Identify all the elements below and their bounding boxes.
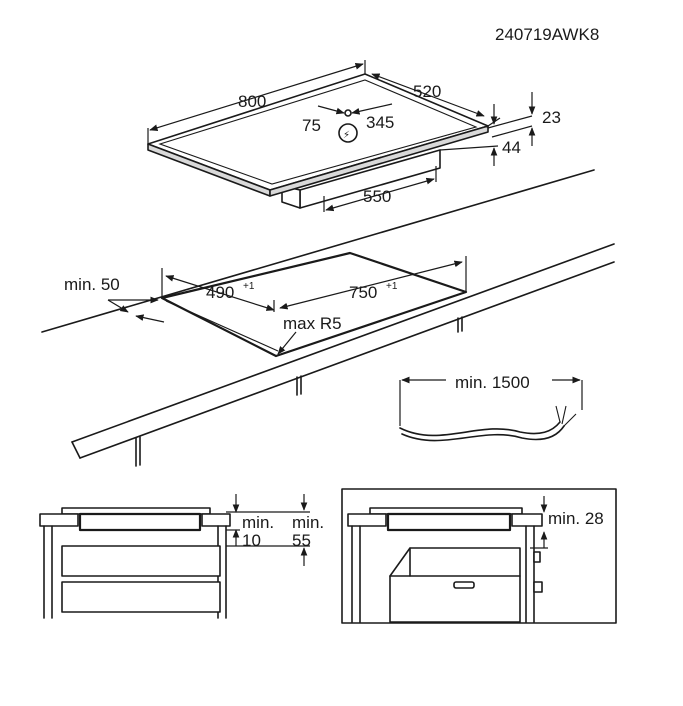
side-view-drawers: min. 10 min. 55 — [39, 494, 324, 619]
thickness-label: 23 — [542, 108, 561, 127]
worktop-illustration: 490 +1 750 +1 max R5 min. 50 — [41, 169, 615, 467]
oven-gap-label: min. 28 — [548, 509, 604, 528]
base-width-label: 550 — [363, 187, 391, 206]
cutout-width-label: 750 — [349, 283, 377, 302]
gap-b-value: 55 — [292, 531, 311, 550]
under-height-label: 44 — [502, 138, 521, 157]
hob-dimensions: 800 520 75 345 23 44 550 — [147, 60, 561, 212]
hob-width-label: 800 — [238, 92, 266, 111]
cable-illustration: min. 1500 — [399, 373, 583, 442]
connection-left-label: 75 — [302, 116, 321, 135]
power-symbol-glyph: ⚡ — [343, 130, 350, 141]
gap-a-label: min. — [242, 513, 274, 532]
gap-a-value: 10 — [242, 531, 261, 550]
connection-right-label: 345 — [366, 113, 394, 132]
cutout-depth-tolerance: +1 — [243, 281, 255, 292]
edge-distance-label: min. 50 — [64, 275, 120, 294]
gap-b-label: min. — [292, 513, 324, 532]
cable-length-label: min. 1500 — [455, 373, 530, 392]
cutout-width-tolerance: +1 — [386, 281, 398, 292]
corner-radius-label: max R5 — [283, 314, 342, 333]
side-view-oven: min. 28 — [341, 488, 617, 624]
drawing-code: 240719AWK8 — [495, 25, 599, 44]
cutout-depth-label: 490 — [206, 283, 234, 302]
hob-depth-label: 520 — [413, 82, 441, 101]
